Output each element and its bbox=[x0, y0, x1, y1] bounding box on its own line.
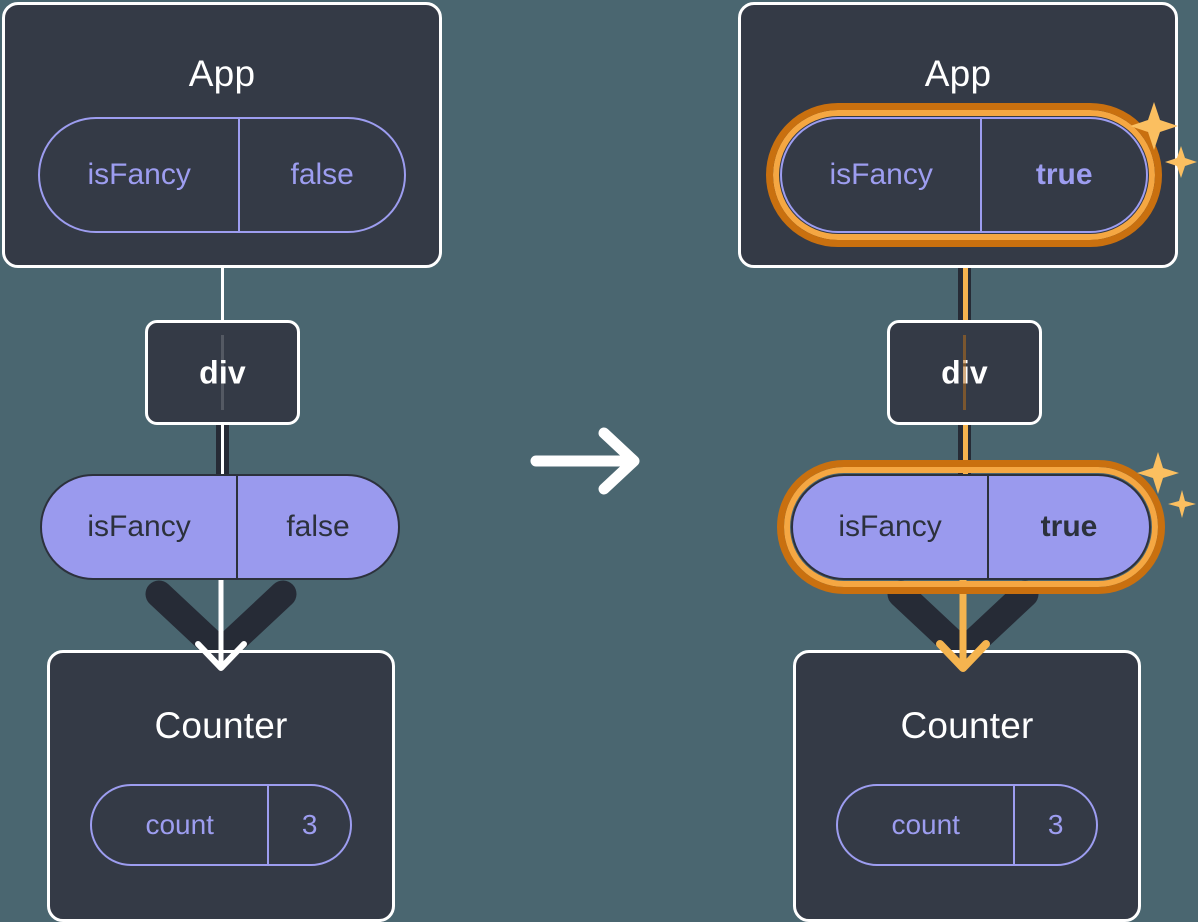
component-title-counter-before: Counter bbox=[154, 705, 288, 746]
prop-pill-value: true bbox=[980, 119, 1146, 231]
component-box-div-after[interactable]: div bbox=[887, 320, 1042, 425]
state-pill-counter-before[interactable]: count 3 bbox=[90, 784, 352, 866]
state-pill-value: true bbox=[987, 476, 1149, 578]
sparkles-icon-app-after bbox=[1130, 102, 1197, 178]
state-pill-before[interactable]: isFancy false bbox=[40, 474, 400, 580]
state-pill-key: isFancy bbox=[87, 510, 191, 543]
counter-pill-value: 3 bbox=[1013, 786, 1096, 864]
counter-pill-key: count bbox=[145, 809, 214, 840]
panel-before: App isFancy false div isFancy false bbox=[0, 0, 599, 922]
prop-pill-app-after[interactable]: isFancy true bbox=[780, 117, 1148, 233]
component-title-app-after: App bbox=[924, 53, 992, 94]
arrow-right-icon bbox=[530, 427, 640, 495]
prop-pill-key: isFancy bbox=[87, 158, 191, 191]
state-pill-counter-after[interactable]: count 3 bbox=[836, 784, 1098, 866]
sparkles-icon-state-after bbox=[1137, 452, 1196, 518]
flow-arrow-orange-after bbox=[936, 570, 990, 672]
prop-pill-value: false bbox=[238, 119, 404, 231]
flow-arrow-white-before bbox=[195, 570, 247, 671]
component-title-div-before: div bbox=[199, 354, 246, 390]
state-pill-value: false bbox=[236, 476, 398, 578]
div-seam-after bbox=[963, 335, 966, 410]
connector-app-to-div-orange-after bbox=[963, 240, 968, 326]
counter-pill-value: 3 bbox=[267, 786, 350, 864]
div-seam-before bbox=[221, 335, 224, 410]
state-pill-key: isFancy bbox=[838, 510, 942, 543]
connector-app-to-div-before bbox=[220, 266, 224, 324]
connector-div-to-state-inner-before bbox=[221, 422, 224, 480]
counter-pill-key: count bbox=[891, 809, 960, 840]
prop-pill-app-before[interactable]: isFancy false bbox=[38, 117, 406, 233]
component-title-counter-after: Counter bbox=[900, 705, 1034, 746]
panel-after: App isFancy true div isFancy true bbox=[599, 0, 1198, 922]
component-title-app-before: App bbox=[188, 53, 256, 94]
component-box-div-before[interactable]: div bbox=[145, 320, 300, 425]
connector-div-to-state-orange-after bbox=[963, 422, 968, 480]
prop-pill-key: isFancy bbox=[829, 158, 933, 191]
state-pill-after[interactable]: isFancy true bbox=[791, 474, 1151, 580]
